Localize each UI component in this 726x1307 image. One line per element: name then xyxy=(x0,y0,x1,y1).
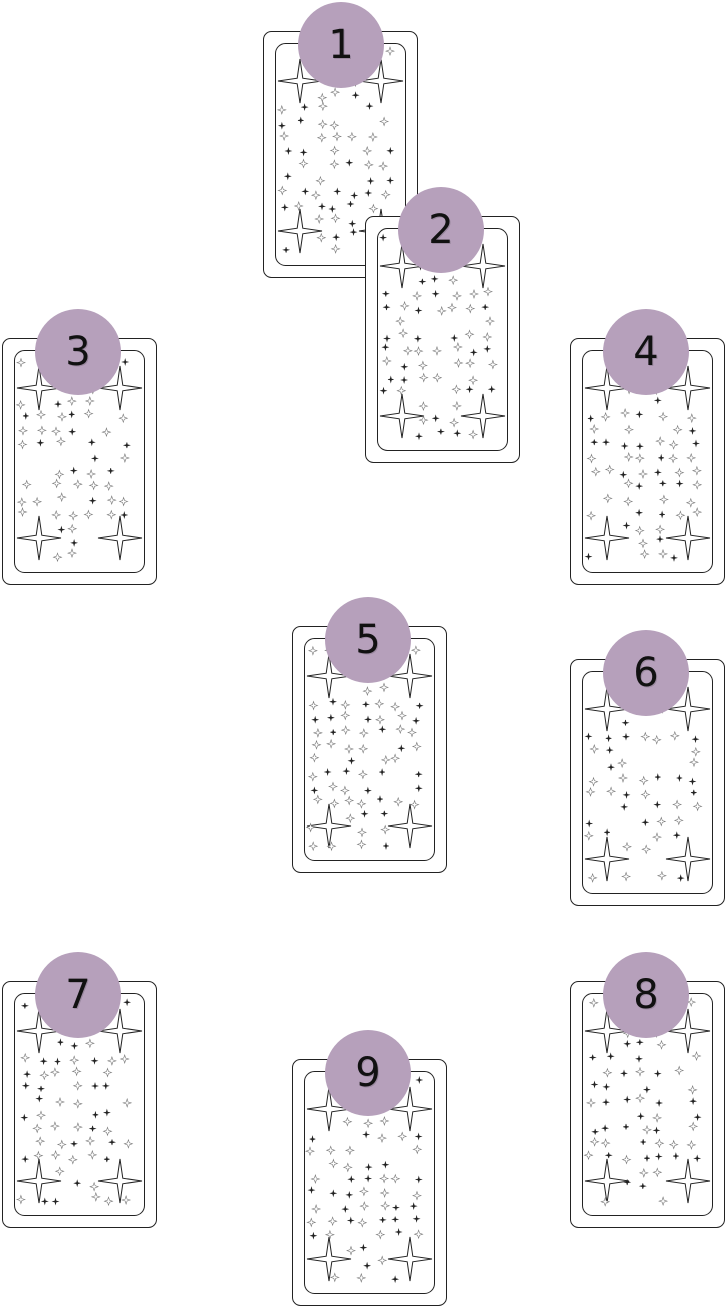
card-number-badge-2: 2 xyxy=(398,187,484,273)
card-number-badge-6: 6 xyxy=(603,630,689,716)
card-number-badge-1: 1 xyxy=(298,2,384,88)
card-number-badge-3: 3 xyxy=(35,309,121,395)
card-number-badge-7: 7 xyxy=(35,952,121,1038)
card-number-badge-9: 9 xyxy=(325,1030,411,1116)
card-number-badge-4: 4 xyxy=(603,309,689,395)
card-number-badge-5: 5 xyxy=(325,597,411,683)
card-number-badge-8: 8 xyxy=(603,952,689,1038)
